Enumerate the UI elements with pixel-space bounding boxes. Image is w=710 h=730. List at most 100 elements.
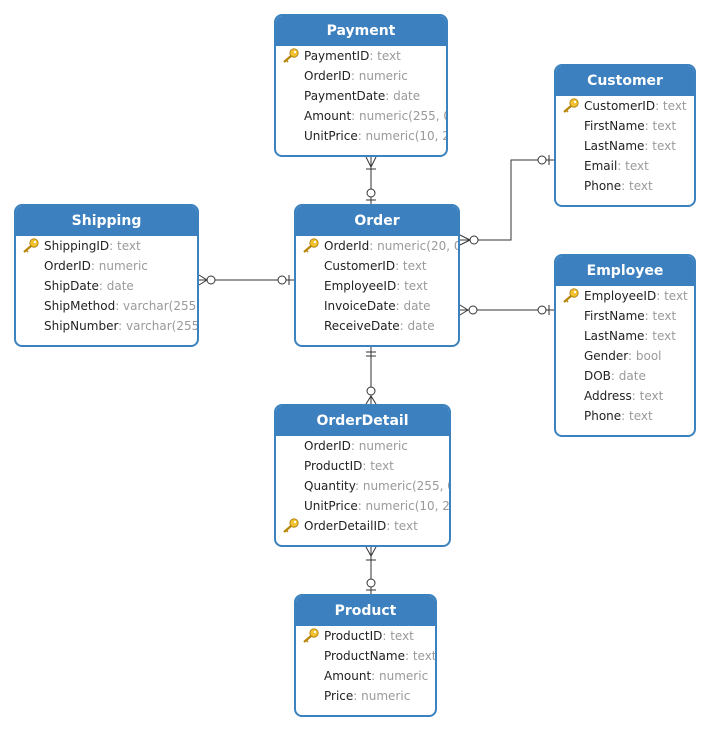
entity-title: Customer [556, 66, 694, 96]
key-icon [23, 238, 39, 253]
field-type: : text [644, 119, 677, 133]
key-icon [303, 628, 319, 643]
field-name: EmployeeID [324, 279, 397, 293]
field-type: : bool [628, 349, 662, 363]
field-type: : text [644, 309, 677, 323]
field-name: ShipDate [44, 279, 99, 293]
field-name: PaymentDate [304, 89, 386, 103]
field-type: : numeric [90, 259, 148, 273]
field-type: : text [362, 459, 394, 473]
entity-title: Shipping [16, 206, 197, 236]
field-list: OrderID: numeric ProductID: text Quantit… [276, 436, 449, 536]
field-type: : numeric(10, 2) [357, 129, 448, 143]
field-row: LastName: text [556, 326, 694, 346]
field-name: OrderId [324, 239, 370, 253]
field-name: CustomerID [324, 259, 396, 273]
field-name: Phone [584, 409, 622, 423]
entity-customer[interactable]: Customer CustomerID: text FirstName: tex… [554, 64, 696, 207]
entity-title: Payment [276, 16, 446, 46]
field-row: FirstName: text [556, 116, 694, 136]
field-row: OrderID: numeric [276, 436, 449, 456]
field-row: UnitPrice: numeric(10, 2) [276, 126, 446, 146]
field-name: DOB [584, 369, 611, 383]
field-row: Price: numeric [296, 686, 435, 706]
field-row: OrderID: numeric [16, 256, 197, 276]
shipping-order-link [198, 274, 294, 286]
field-list: ShippingID: text OrderID: numeric ShipDa… [16, 236, 197, 336]
field-row: ShipDate: date [16, 276, 197, 296]
customer-order-link [459, 155, 554, 246]
payment-order-link [365, 156, 377, 204]
field-list: EmployeeID: text FirstName: text LastNam… [556, 286, 694, 426]
field-row: ShipMethod: varchar(255) [16, 296, 197, 316]
key-icon [563, 98, 579, 113]
field-type: : text [386, 519, 418, 533]
entity-employee[interactable]: Employee EmployeeID: text FirstName: tex… [554, 254, 696, 437]
field-row: Amount: numeric [296, 666, 435, 686]
field-name: Address [584, 389, 632, 403]
field-name: FirstName [584, 119, 645, 133]
entity-title: Employee [556, 256, 694, 286]
field-name: Gender [584, 349, 629, 363]
key-icon [283, 48, 299, 63]
field-type: : text [656, 289, 688, 303]
entity-orderdetail[interactable]: OrderDetail OrderID: numeric ProductID: … [274, 404, 451, 547]
field-row: Phone: text [556, 406, 694, 426]
field-row: ShipNumber: varchar(255) [16, 316, 197, 336]
field-name: PaymentID [304, 49, 370, 63]
field-name: ProductName [324, 649, 405, 663]
key-icon [563, 288, 579, 303]
field-name: ShipNumber [44, 319, 119, 333]
field-row: PaymentID: text [276, 46, 446, 66]
field-row: Phone: text [556, 176, 694, 196]
field-name: ShipMethod [44, 299, 116, 313]
field-type: : numeric [371, 669, 429, 683]
field-row: ProductID: text [276, 456, 449, 476]
field-type: : varchar(255) [118, 319, 199, 333]
field-type: : numeric(10, 2) [357, 499, 451, 513]
field-type: : text [396, 279, 428, 293]
field-name: Quantity [304, 479, 355, 493]
field-type: : varchar(255) [115, 299, 199, 313]
field-type: : text [395, 259, 427, 273]
field-type: : text [369, 49, 401, 63]
key-icon [283, 518, 299, 533]
entity-payment[interactable]: Payment PaymentID: text OrderID: numeric… [274, 14, 448, 157]
field-type: : date [395, 299, 431, 313]
field-name: InvoiceDate [324, 299, 396, 313]
field-type: : numeric(20, 0) [369, 239, 460, 253]
field-row: InvoiceDate: date [296, 296, 458, 316]
field-name: OrderID [304, 69, 351, 83]
field-type: : date [610, 369, 646, 383]
field-name: UnitPrice [304, 499, 358, 513]
field-list: PaymentID: text OrderID: numeric Payment… [276, 46, 446, 146]
entity-title: OrderDetail [276, 406, 449, 436]
field-name: OrderDetailID [304, 519, 387, 533]
field-row: Amount: numeric(255, 0) [276, 106, 446, 126]
field-list: ProductID: text ProductName: text Amount… [296, 626, 435, 706]
field-name: Phone [584, 179, 622, 193]
field-row: OrderId: numeric(20, 0) [296, 236, 458, 256]
field-name: Amount [304, 109, 352, 123]
field-row: UnitPrice: numeric(10, 2) [276, 496, 449, 516]
field-name: UnitPrice [304, 129, 358, 143]
field-name: OrderID [44, 259, 91, 273]
field-row: FirstName: text [556, 306, 694, 326]
entity-title: Order [296, 206, 458, 236]
field-name: ReceiveDate [324, 319, 400, 333]
key-icon [303, 238, 319, 253]
field-list: CustomerID: text FirstName: text LastNam… [556, 96, 694, 196]
entity-product[interactable]: Product ProductID: text ProductName: tex… [294, 594, 437, 717]
field-row: EmployeeID: text [296, 276, 458, 296]
field-row: CustomerID: text [296, 256, 458, 276]
entity-shipping[interactable]: Shipping ShippingID: text OrderID: numer… [14, 204, 199, 347]
field-type: : text [631, 389, 664, 403]
field-row: Email: text [556, 156, 694, 176]
field-type: : numeric [353, 689, 411, 703]
field-type: : text [644, 329, 676, 343]
field-type: : text [644, 139, 676, 153]
field-row: CustomerID: text [556, 96, 694, 116]
field-type: : date [385, 89, 421, 103]
entity-order[interactable]: Order OrderId: numeric(20, 0) CustomerID… [294, 204, 460, 347]
